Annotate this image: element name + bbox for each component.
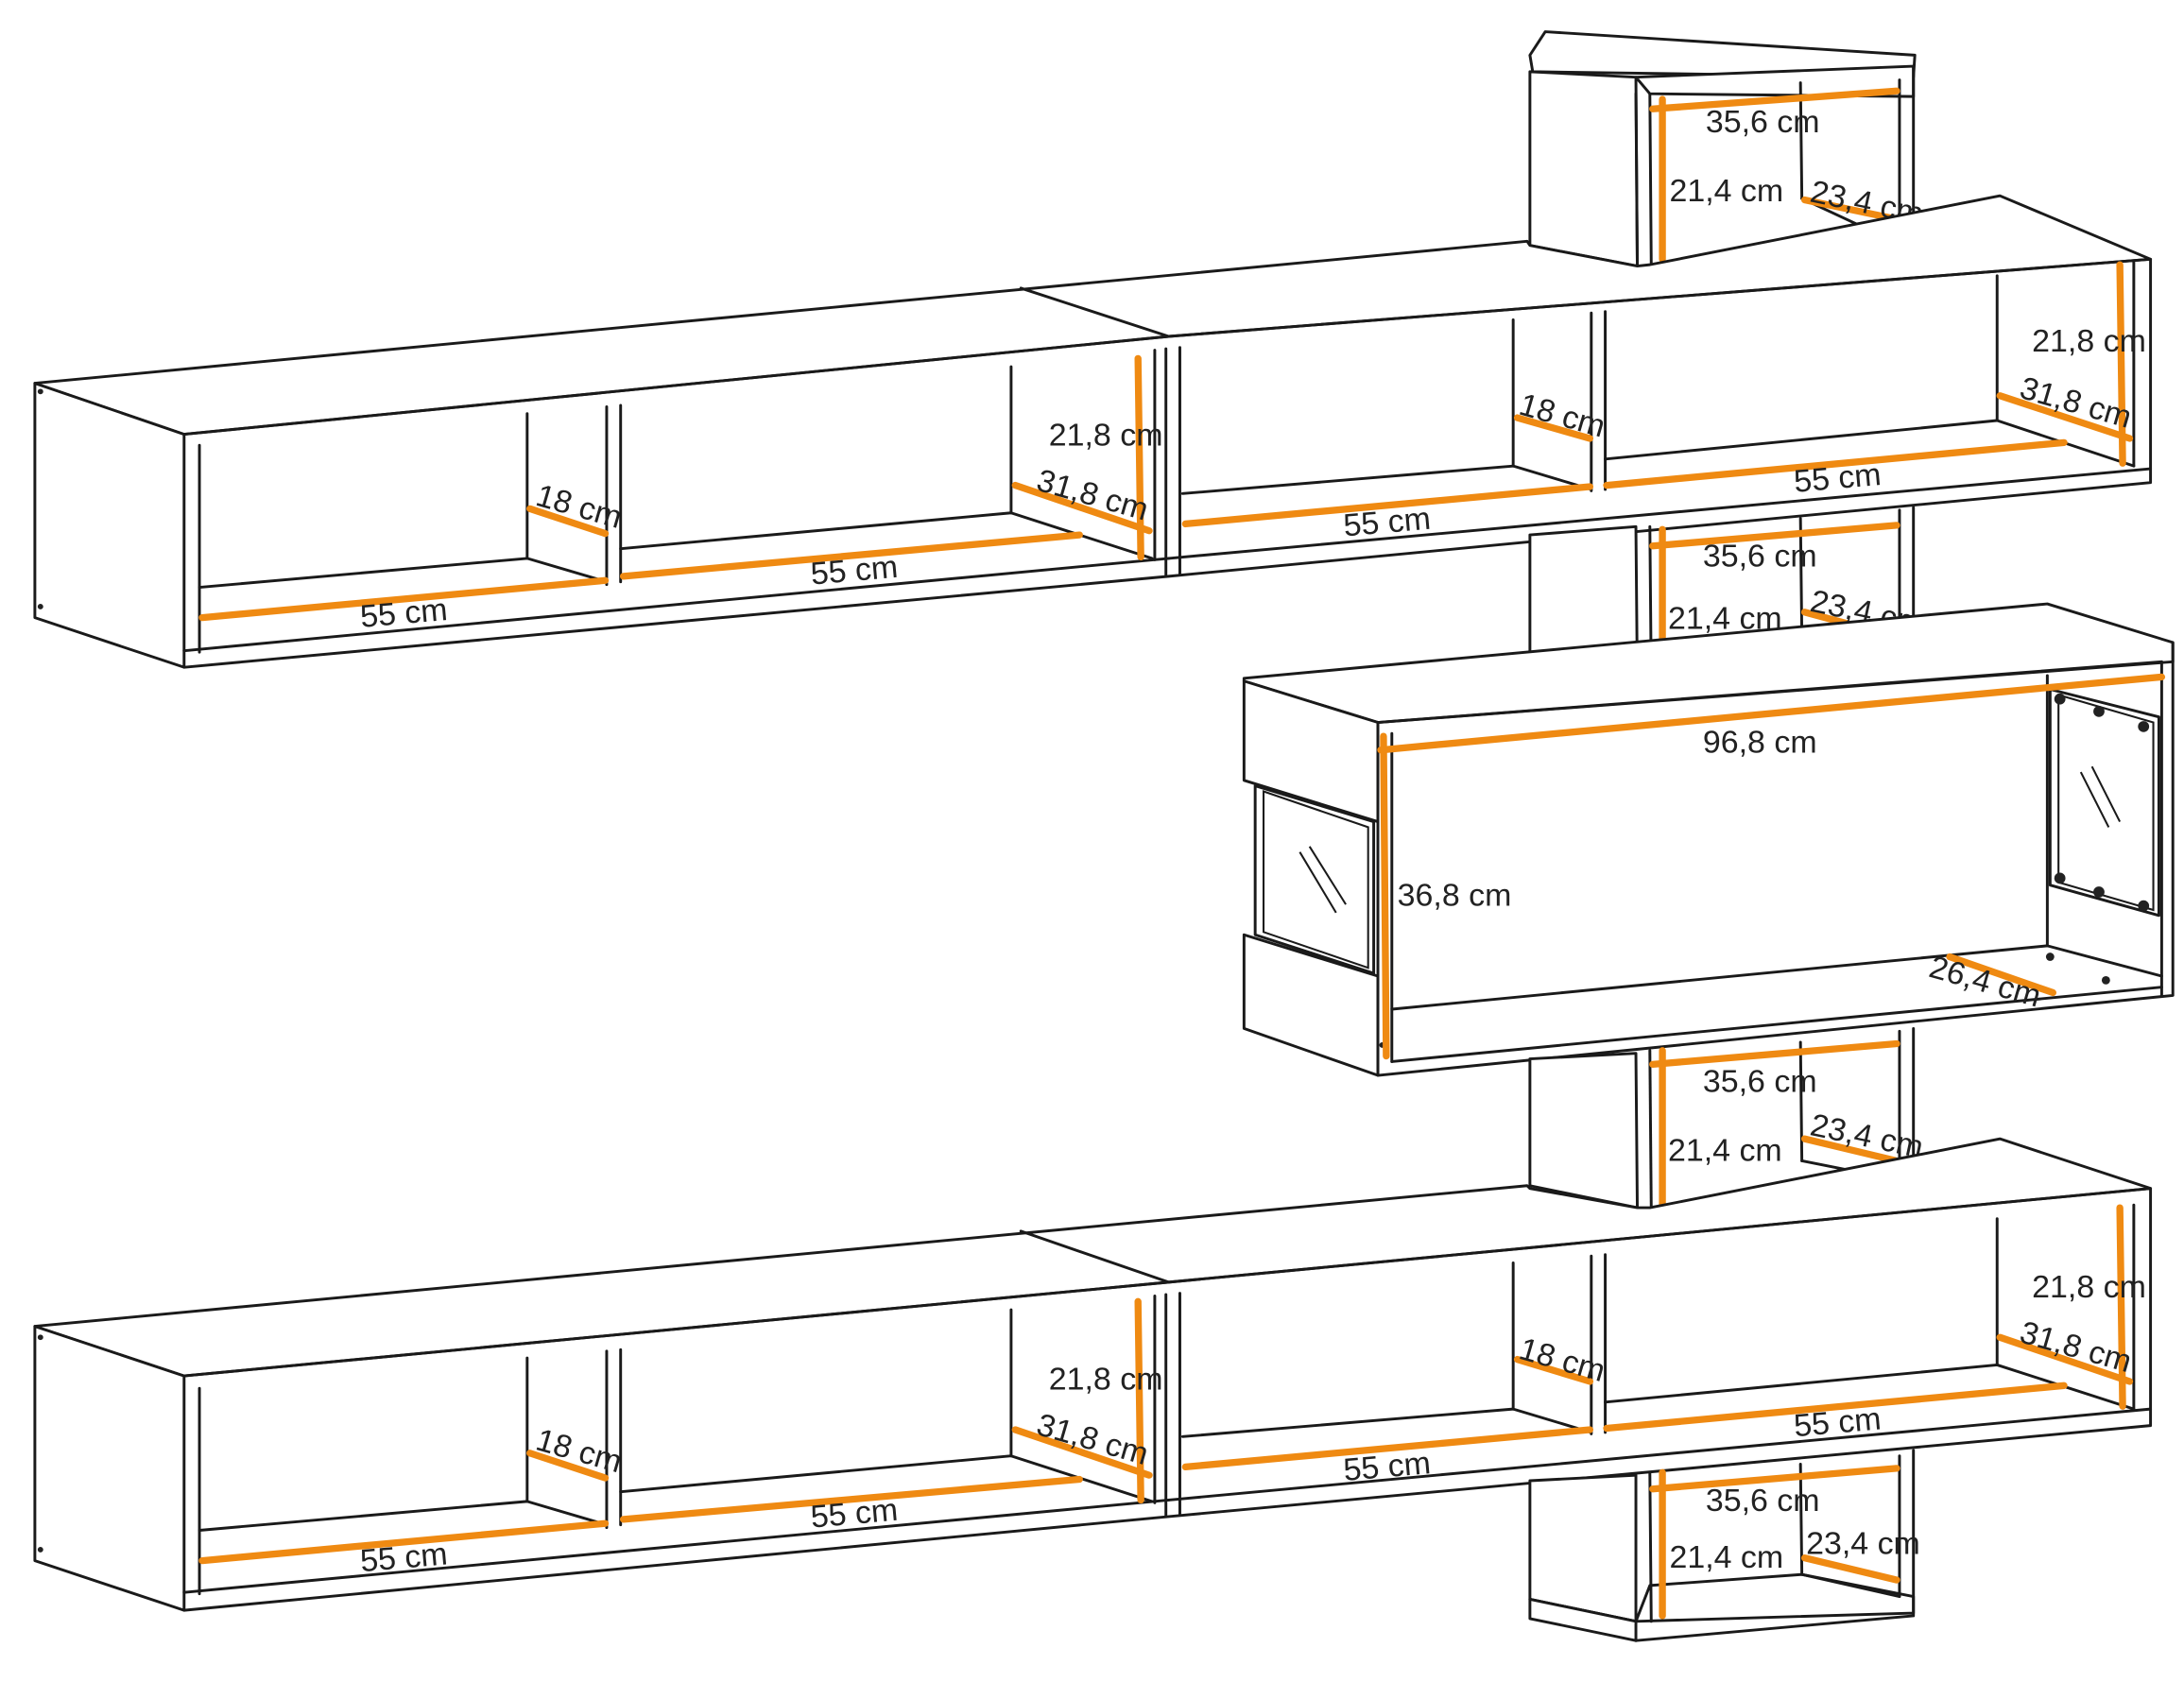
bottom-cube-width-label: 35,6 cm	[1706, 1483, 1820, 1519]
lower-right-floor-a-label: 55 cm	[1342, 1445, 1432, 1488]
middle-upper-width-label: 35,6 cm	[1703, 539, 1817, 575]
lower-left-depth-label: 31,8 cm	[1033, 1407, 1153, 1472]
lower-left-floor-b-label: 55 cm	[809, 1492, 899, 1536]
middle-lower-height-label: 21,4 cm	[1668, 1133, 1782, 1169]
middle-cube-lower: 35,6 cm 21,4 cm 23,4 cm	[1528, 1026, 1926, 1210]
upper-right-depth-label: 31,8 cm	[2016, 370, 2136, 436]
upper-right-divider-label: 18 cm	[1515, 386, 1608, 445]
lower-right-height-label: 21,8 cm	[2032, 1269, 2146, 1305]
lower-right-depth-label: 31,8 cm	[2016, 1314, 2136, 1380]
lower-right-floor-b-label: 55 cm	[1793, 1401, 1883, 1445]
lower-left-floor-a-label: 55 cm	[359, 1536, 449, 1580]
upper-right-floor-a-label: 55 cm	[1342, 501, 1432, 544]
bottom-cube-height-label: 21,4 cm	[1669, 1539, 1783, 1575]
upper-left-height-label: 21,8 cm	[1049, 417, 1163, 453]
glass-cabinet-width-label: 96,8 cm	[1703, 725, 1817, 761]
bottom-cube: 35,6 cm 21,4 cm 23,4 cm	[1528, 1449, 1920, 1642]
upper-left-floor-b-label: 55 cm	[809, 549, 899, 592]
middle-lower-width-label: 35,6 cm	[1703, 1064, 1817, 1100]
glass-cabinet-height-label: 36,8 cm	[1398, 878, 1512, 914]
top-cube-width-label: 35,6 cm	[1706, 104, 1820, 140]
top-cube-height-label: 21,4 cm	[1669, 173, 1783, 209]
lower-left-height-label: 21,8 cm	[1049, 1362, 1163, 1398]
lower-right-divider-label: 18 cm	[1515, 1330, 1608, 1389]
bottom-cube-depth-label: 23,4 cm	[1806, 1525, 1920, 1561]
upper-right-floor-b-label: 55 cm	[1793, 456, 1883, 500]
glass-cabinet: 96,8 cm 36,8 cm 26,4 cm	[1242, 602, 2175, 1077]
upper-right-height-label: 21,8 cm	[2032, 323, 2146, 359]
upper-left-depth-label: 31,8 cm	[1033, 462, 1153, 527]
upper-left-floor-a-label: 55 cm	[359, 592, 449, 635]
